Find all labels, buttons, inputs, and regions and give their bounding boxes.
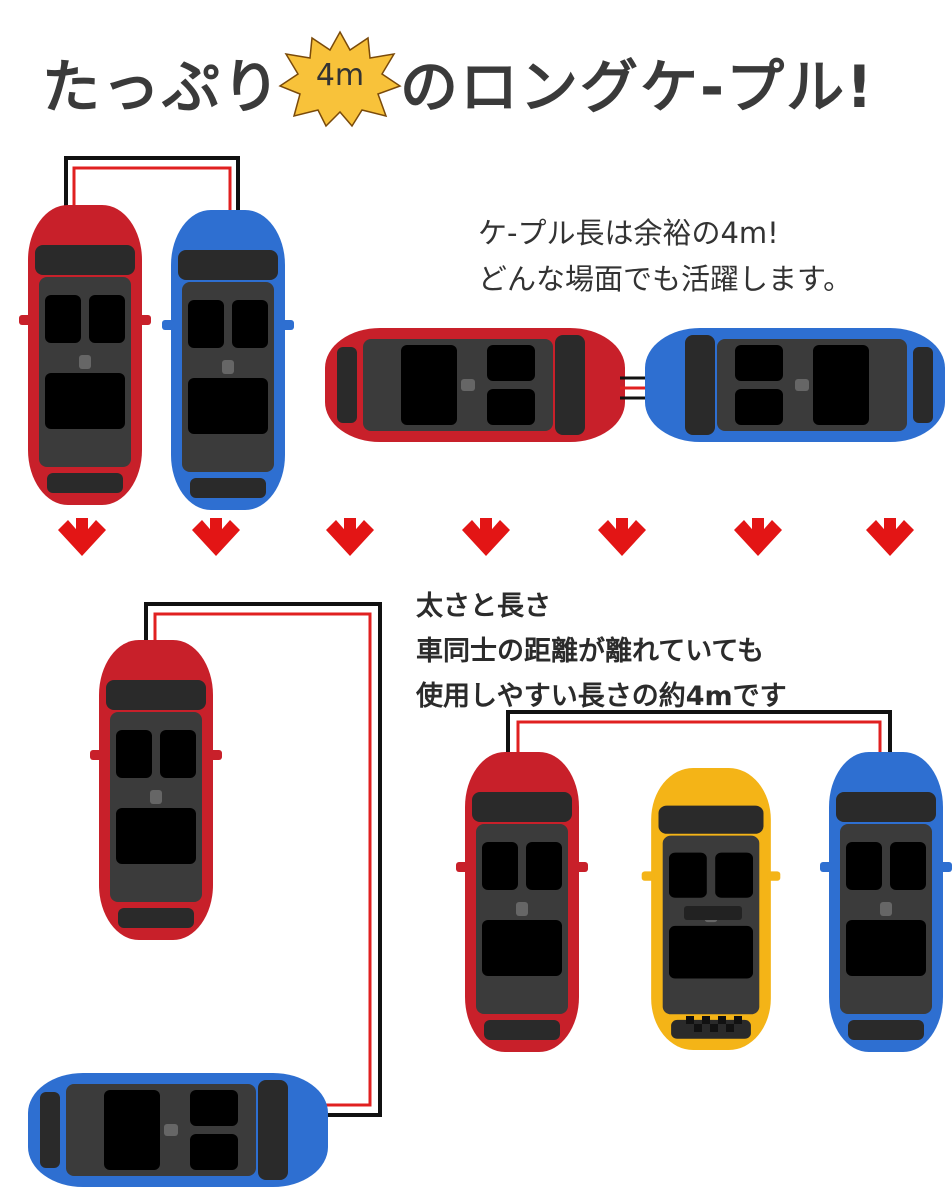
- down-arrow-icon: [192, 518, 240, 556]
- note-top-line-1: ケ-プル長は余裕の4m!: [478, 216, 779, 250]
- red-car-bottom-left: [90, 640, 222, 940]
- blue-car-bottom-left: [28, 1073, 328, 1187]
- down-arrow-icon: [58, 518, 106, 556]
- red-car-top-right: [325, 328, 625, 442]
- title-prefix: たっぷり: [42, 53, 283, 121]
- down-arrow-icon: [734, 518, 782, 556]
- cable-bottom-left: [144, 602, 382, 1117]
- badge-label: 4m: [315, 58, 365, 93]
- cable-top-left: [64, 156, 240, 210]
- red-car-bottom-right: [456, 752, 588, 1052]
- note-bottom: 太さと長さ 車同士の距離が離れていても 使用しやすい長さの約4mです: [416, 584, 787, 719]
- down-arrow-icon: [326, 518, 374, 556]
- note-bottom-line-1: 太さと長さ: [416, 591, 551, 622]
- red-car-top-left: [19, 205, 151, 505]
- down-arrow-icon: [598, 518, 646, 556]
- note-top-line-2: どんな場面でも活躍します。: [478, 262, 853, 296]
- taxi-sign: [684, 906, 742, 920]
- length-badge: 4m: [278, 28, 402, 128]
- checker-icon: [686, 1016, 742, 1032]
- down-arrow-icon: [866, 518, 914, 556]
- note-bottom-line-3: 使用しやすい長さの約4mです: [416, 681, 787, 712]
- cable-bottom-right: [506, 710, 892, 760]
- note-top: ケ-プル長は余裕の4m! どんな場面でも活躍します。: [478, 210, 852, 302]
- blue-car-top-left: [162, 210, 294, 510]
- arrow-row: [58, 518, 914, 556]
- blue-car-top-right: [645, 328, 945, 442]
- page-title: たっぷり 4m のロングケ-プル!: [0, 28, 952, 128]
- title-suffix: のロングケ-プル!: [400, 53, 875, 121]
- burst-icon: [278, 30, 402, 128]
- note-bottom-line-2: 車同士の距離が離れていても: [416, 636, 765, 667]
- down-arrow-icon: [462, 518, 510, 556]
- blue-car-bottom-right: [820, 752, 952, 1052]
